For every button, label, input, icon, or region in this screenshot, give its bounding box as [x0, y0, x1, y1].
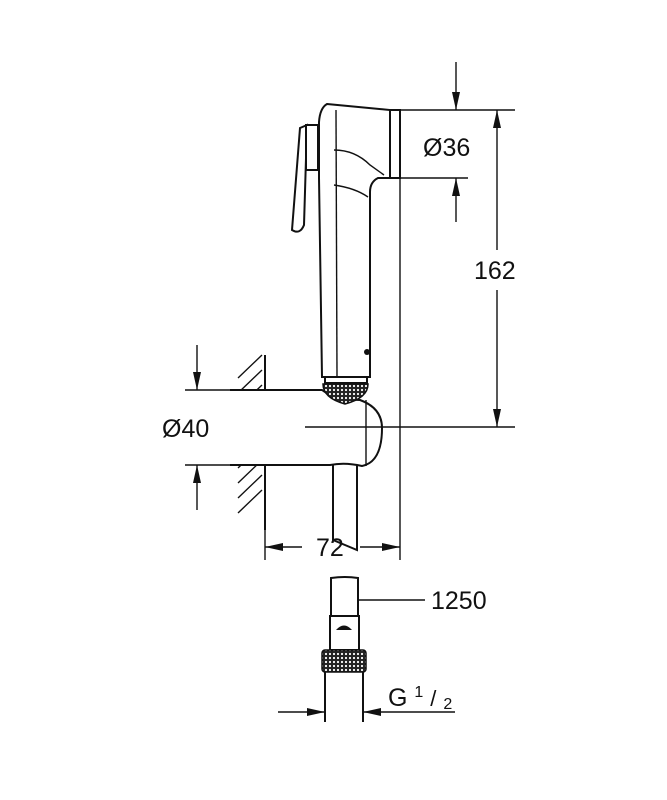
- hose: [332, 465, 358, 552]
- hose-length-label: 1250: [431, 587, 487, 615]
- hand-shower: [290, 102, 401, 378]
- depth-label: 72: [316, 534, 344, 562]
- thread-size-label: G 1 / 2: [388, 675, 452, 713]
- hose-dimension-arrows: [307, 708, 381, 716]
- wall-holder: [230, 389, 384, 468]
- knurled-nut: [322, 383, 369, 405]
- hose-end-detail: [321, 576, 367, 722]
- height-label: 162: [474, 257, 516, 285]
- holder-diameter-label: Ø40: [162, 415, 209, 443]
- spray-diameter-label: Ø36: [423, 134, 470, 162]
- dimension-arrows: [193, 92, 501, 551]
